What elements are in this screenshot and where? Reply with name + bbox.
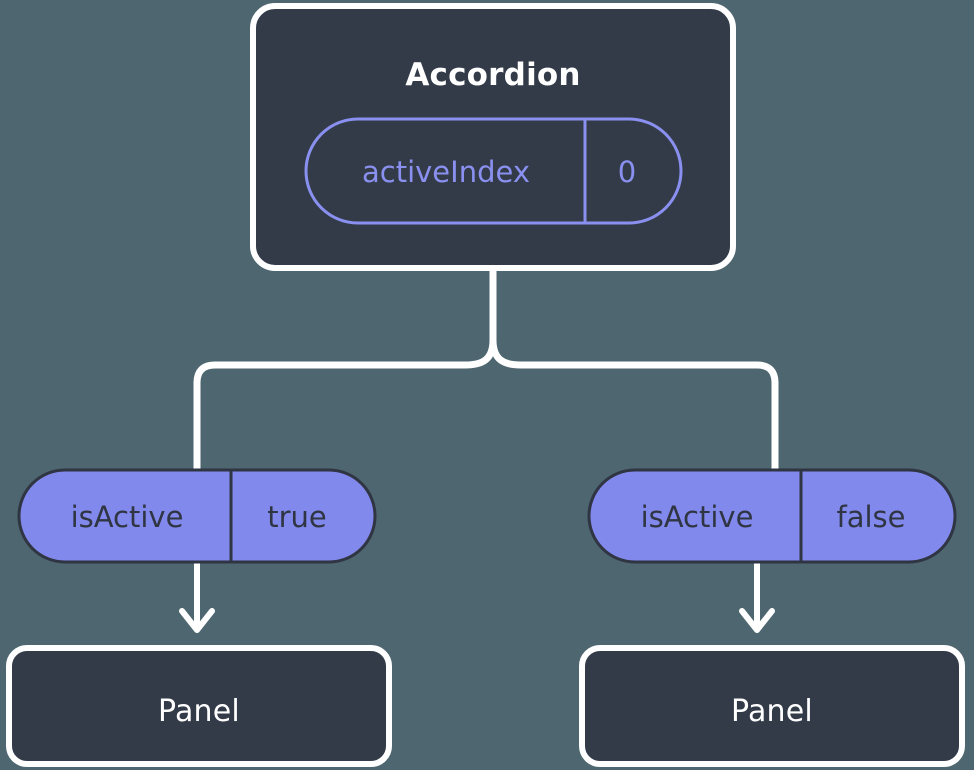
connector-left-branch xyxy=(193,336,497,474)
accordion-node[interactable]: Accordion activeIndex 0 xyxy=(250,3,736,271)
is-active-badge-false-pill xyxy=(587,468,957,564)
panel-node-right-box xyxy=(579,645,965,767)
accordion-node-box xyxy=(250,3,736,271)
active-index-badge-value: 0 xyxy=(618,155,636,189)
panel-node-left-title: Panel xyxy=(158,694,240,729)
left-arrow-head-icon xyxy=(179,608,215,633)
panel-node-right[interactable]: Panel xyxy=(579,645,965,767)
is-active-badge-false[interactable]: isActive false xyxy=(587,468,957,564)
is-active-badge-true-pill xyxy=(17,468,377,564)
active-index-badge-pill xyxy=(304,117,683,225)
panel-node-left[interactable]: Panel xyxy=(6,645,392,767)
is-active-badge-true-value: true xyxy=(267,500,327,534)
right-arrow-head-icon xyxy=(739,608,775,633)
is-active-badge-false-value: false xyxy=(837,500,906,534)
accordion-node-title: Accordion xyxy=(405,57,580,93)
is-active-badge-false-key: isActive xyxy=(641,500,754,534)
connector-right-branch xyxy=(489,336,779,474)
is-active-badge-true-key: isActive xyxy=(71,500,184,534)
active-index-badge[interactable]: activeIndex 0 xyxy=(304,117,683,225)
is-active-badge-true[interactable]: isActive true xyxy=(17,468,377,564)
active-index-badge-key: activeIndex xyxy=(362,155,530,189)
panel-node-left-box xyxy=(6,645,392,767)
panel-node-right-title: Panel xyxy=(731,694,813,729)
connector-layer xyxy=(179,264,779,633)
